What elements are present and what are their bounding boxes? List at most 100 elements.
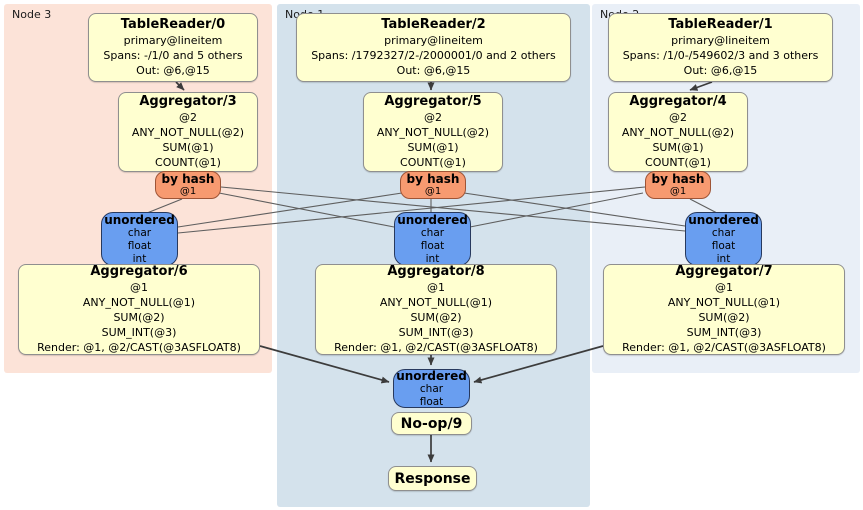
sync-type: int xyxy=(132,252,147,265)
sync-type: int xyxy=(425,252,440,265)
router-title: by hash xyxy=(651,171,705,186)
sync-type: float xyxy=(419,395,444,408)
group-cols: @2 xyxy=(179,111,197,124)
router-cols: @1 xyxy=(179,185,197,197)
agg-fn: SUM(@1) xyxy=(407,141,459,154)
router-by-hash-node2: by hash @1 xyxy=(645,171,711,199)
agg-fn: SUM(@1) xyxy=(162,141,214,154)
sync-unordered-node1: unordered char float int xyxy=(394,212,471,266)
processor-aggregator-5: Aggregator/5 @2 ANY_NOT_NULL(@2) SUM(@1)… xyxy=(363,92,503,172)
render-expr: Render: @1, @2/CAST(@3ASFLOAT8) xyxy=(37,341,241,354)
processor-title: TableReader/2 xyxy=(381,17,486,32)
agg-fn: SUM(@1) xyxy=(652,141,704,154)
agg-fn: SUM_INT(@3) xyxy=(398,326,474,339)
sync-unordered-node3: unordered char float int xyxy=(101,212,178,266)
edge-hash5-syncL xyxy=(177,192,403,228)
processor-title: Response xyxy=(394,470,471,487)
edge-hash3-syncL xyxy=(146,198,183,214)
processor-out: Out: @6,@15 xyxy=(136,64,210,77)
agg-fn: ANY_NOT_NULL(@2) xyxy=(376,126,490,139)
sync-type: char xyxy=(127,226,152,239)
processor-title: TableReader/1 xyxy=(668,17,773,32)
edge-tr1-agg4 xyxy=(689,81,713,91)
edge-hash3-syncR xyxy=(220,186,686,232)
sync-type: char xyxy=(711,226,736,239)
agg-fn: SUM(@2) xyxy=(113,311,165,324)
processor-spans: Spans: /1/0-/549602/3 and 3 others xyxy=(622,49,819,62)
processor-response: Response xyxy=(388,466,477,491)
render-expr: Render: @1, @2/CAST(@3ASFLOAT8) xyxy=(622,341,826,354)
processor-aggregator-3: Aggregator/3 @2 ANY_NOT_NULL(@2) SUM(@1)… xyxy=(118,92,258,172)
router-cols: @1 xyxy=(424,185,442,197)
processor-out: Out: @6,@15 xyxy=(683,64,758,77)
processor-tablereader-2: TableReader/2 primary@lineitem Spans: /1… xyxy=(296,13,571,82)
edge-agg7-syncB xyxy=(473,345,604,384)
agg-fn: ANY_NOT_NULL(@1) xyxy=(379,296,493,309)
processor-title: Aggregator/3 xyxy=(139,94,237,109)
agg-fn: COUNT(@1) xyxy=(400,156,466,169)
processor-index: primary@lineitem xyxy=(123,34,223,47)
sync-title: unordered xyxy=(397,212,468,227)
agg-fn: COUNT(@1) xyxy=(155,156,221,169)
processor-aggregator-8: Aggregator/8 @1 ANY_NOT_NULL(@1) SUM(@2)… xyxy=(315,264,557,355)
processor-aggregator-6: Aggregator/6 @1 ANY_NOT_NULL(@1) SUM(@2)… xyxy=(18,264,260,355)
processor-aggregator-7: Aggregator/7 @1 ANY_NOT_NULL(@1) SUM(@2)… xyxy=(603,264,845,355)
group-cols: @1 xyxy=(427,281,445,294)
processor-index: primary@lineitem xyxy=(384,34,483,47)
agg-fn: ANY_NOT_NULL(@2) xyxy=(131,126,245,139)
processor-aggregator-4: Aggregator/4 @2 ANY_NOT_NULL(@2) SUM(@1)… xyxy=(608,92,748,172)
sync-unordered-node2: unordered char float int xyxy=(685,212,762,266)
group-cols: @2 xyxy=(669,111,687,124)
agg-fn: ANY_NOT_NULL(@1) xyxy=(667,296,781,309)
edge-hash4-syncL xyxy=(177,186,646,234)
router-cols: @1 xyxy=(669,185,687,197)
processor-title: TableReader/0 xyxy=(120,17,226,32)
processor-title: Aggregator/6 xyxy=(90,264,188,279)
processor-tablereader-1: TableReader/1 primary@lineitem Spans: /1… xyxy=(608,13,833,82)
router-title: by hash xyxy=(406,171,460,186)
edge-hash5-syncR xyxy=(463,192,686,227)
processor-index: primary@lineitem xyxy=(671,34,770,47)
agg-fn: SUM_INT(@3) xyxy=(686,326,762,339)
agg-fn: COUNT(@1) xyxy=(645,156,711,169)
agg-fn: SUM(@2) xyxy=(410,311,462,324)
sync-type: float xyxy=(711,239,736,252)
edge-hash3-syncM xyxy=(218,192,395,228)
processor-out: Out: @6,@15 xyxy=(396,64,471,77)
sync-unordered-final: unordered char float xyxy=(393,369,470,408)
sync-title: unordered xyxy=(688,212,759,227)
group-cols: @1 xyxy=(130,281,148,294)
router-title: by hash xyxy=(161,171,215,186)
agg-fn: ANY_NOT_NULL(@1) xyxy=(82,296,196,309)
processor-noop-9: No-op/9 xyxy=(391,412,472,435)
sync-type: char xyxy=(420,226,445,239)
sync-title: unordered xyxy=(396,368,467,383)
edge-tr0-agg3 xyxy=(175,81,185,91)
group-cols: @2 xyxy=(424,111,442,124)
router-by-hash-node1: by hash @1 xyxy=(400,171,466,199)
processor-title: Aggregator/7 xyxy=(675,264,773,279)
processor-title: No-op/9 xyxy=(400,415,463,432)
sync-type: char xyxy=(419,382,444,395)
processor-title: Aggregator/5 xyxy=(384,94,482,109)
edge-hash4-syncM xyxy=(469,192,644,228)
edge-hash4-syncR xyxy=(689,198,718,214)
processor-spans: Spans: /1792327/2-/2000001/0 and 2 other… xyxy=(311,49,556,62)
processor-title: Aggregator/8 xyxy=(387,264,485,279)
render-expr: Render: @1, @2/CAST(@3ASFLOAT8) xyxy=(334,341,538,354)
edge-agg6-syncB xyxy=(259,345,390,384)
processor-title: Aggregator/4 xyxy=(629,94,727,109)
region-label: Node 3 xyxy=(12,8,52,21)
sync-type: float xyxy=(127,239,152,252)
sync-title: unordered xyxy=(104,212,175,227)
processor-tablereader-0: TableReader/0 primary@lineitem Spans: -/… xyxy=(88,13,258,82)
group-cols: @1 xyxy=(715,281,733,294)
agg-fn: ANY_NOT_NULL(@2) xyxy=(621,126,735,139)
sync-type: int xyxy=(716,252,731,265)
agg-fn: SUM(@2) xyxy=(698,311,750,324)
agg-fn: SUM_INT(@3) xyxy=(101,326,177,339)
router-by-hash-node3: by hash @1 xyxy=(155,171,221,199)
sync-type: float xyxy=(420,239,445,252)
